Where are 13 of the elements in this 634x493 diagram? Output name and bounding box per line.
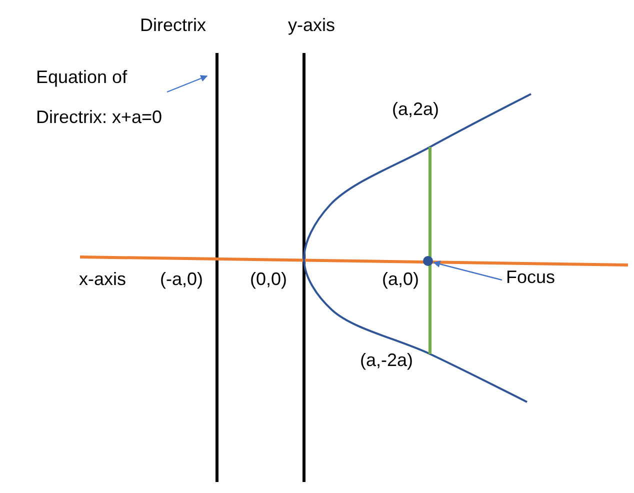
x-axis-label: x-axis — [79, 268, 126, 290]
focus-label: Focus — [506, 266, 556, 288]
point-label: (a,0) — [382, 268, 420, 290]
point-label: (a,-2a) — [360, 349, 414, 371]
point-label: (-a,0) — [160, 268, 204, 290]
leader-line — [433, 260, 502, 281]
point-label: (0,0) — [250, 268, 288, 290]
equation-label: Equation of Directrix: x+a=0 — [36, 57, 166, 137]
point-label: (a,2a) — [392, 98, 440, 120]
y-axis-label: y-axis — [288, 14, 336, 36]
focus-point — [423, 256, 433, 266]
leader-line — [166, 75, 208, 93]
directrix-label: Directrix — [140, 14, 206, 36]
